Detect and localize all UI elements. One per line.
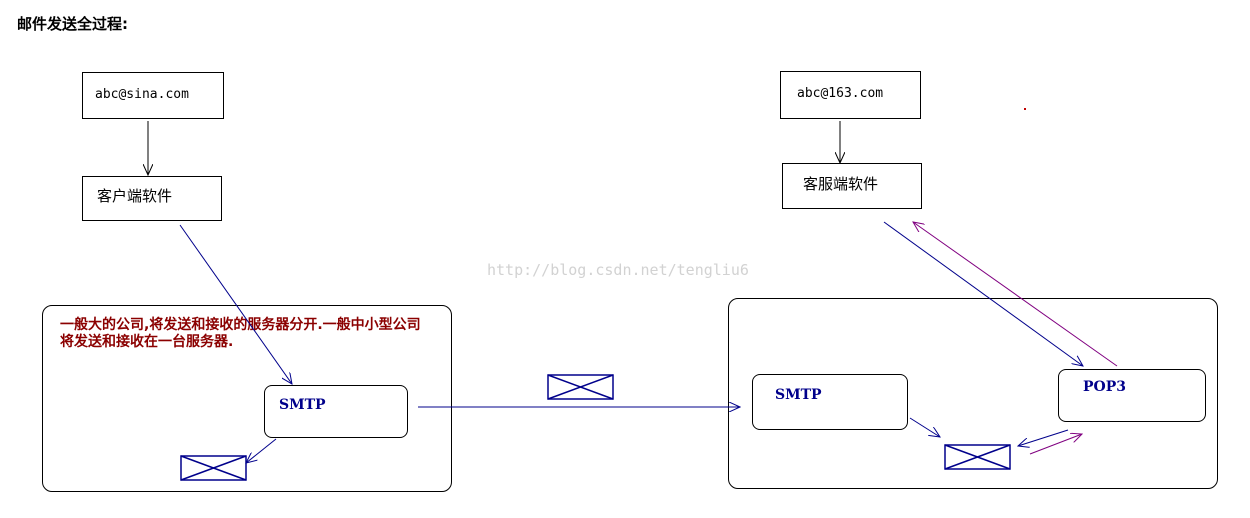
receiver-smtp-box: SMTP [752, 374, 908, 430]
receiver-server-group [728, 298, 1218, 489]
sender-smtp-box: SMTP [264, 385, 408, 438]
arrow-client-to-smtp [179, 224, 292, 384]
sender-address-label: abc@sina.com [95, 87, 189, 102]
arrow-smtp-to-envelope [246, 438, 277, 463]
sender-server-group [42, 305, 452, 492]
sender-client-box: 客户端软件 [82, 176, 222, 221]
receiver-pop3-box: POP3 [1058, 369, 1206, 422]
arrow-pop3-to-mailbox [1018, 429, 1069, 446]
sender-client-label: 客户端软件 [97, 187, 173, 205]
server-note: 一般大的公司,将发送和接收的服务器分开.一般中小型公司将发送和接收在一台服务器. [60, 317, 421, 350]
envelope-icon-sender [180, 455, 247, 481]
sender-address-box: abc@sina.com [82, 72, 224, 119]
receiver-pop3-label: POP3 [1083, 379, 1126, 395]
envelope-icon-mailbox [944, 444, 1011, 470]
receiver-client-label: 客服端软件 [803, 175, 879, 193]
arrow-client-to-pop3 [883, 221, 1083, 366]
receiver-client-box: 客服端软件 [782, 163, 922, 209]
receiver-smtp-label: SMTP [775, 387, 822, 403]
stray-dot [1024, 108, 1026, 110]
receiver-address-box: abc@163.com [780, 71, 921, 119]
arrow-pop3-to-client [913, 222, 1118, 367]
receiver-address-label: abc@163.com [797, 86, 884, 101]
diagram-title: 邮件发送全过程: [17, 15, 128, 33]
sender-smtp-label: SMTP [279, 397, 326, 413]
arrow-smtp-to-mailbox [909, 417, 940, 437]
arrow-mailbox-to-pop3 [1029, 434, 1082, 455]
envelope-icon-transit [547, 374, 614, 400]
watermark-text: http://blog.csdn.net/tengliu6 [487, 261, 749, 279]
